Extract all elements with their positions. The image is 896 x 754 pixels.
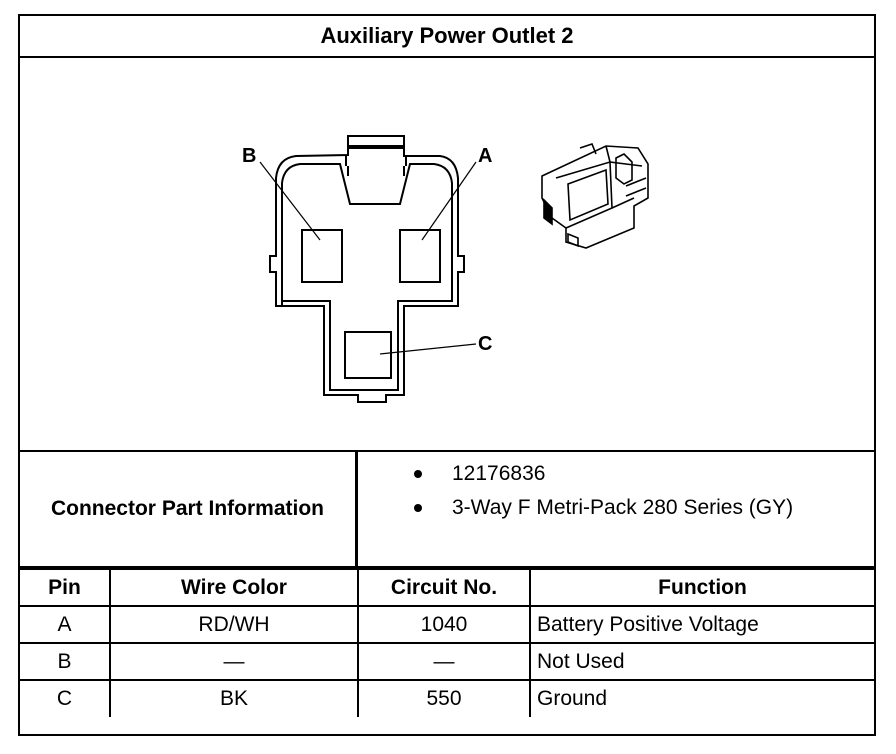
header-function: Function	[529, 568, 874, 607]
connector-info-row: Connector Part Information 12176836 3-Wa…	[20, 450, 874, 568]
list-item: 12176836	[414, 462, 545, 486]
part-number: 12176836	[452, 462, 546, 485]
cell-wire-color: BK	[109, 679, 359, 717]
cell-wire-color: RD/WH	[109, 605, 359, 644]
pin-label-c: C	[478, 333, 492, 355]
list-item: 3-Way F Metri-Pack 280 Series (GY)	[414, 496, 793, 520]
connector-inner-outline	[281, 156, 453, 391]
cell-function: Ground	[529, 679, 874, 717]
cell-circuit-no: 1040	[357, 605, 531, 644]
page-title: Auxiliary Power Outlet 2	[20, 16, 874, 58]
header-circuit-no: Circuit No.	[357, 568, 531, 607]
cavity-b	[301, 229, 343, 283]
connector-face-svg: B A C	[242, 135, 649, 403]
table-header-row: Pin Wire Color Circuit No. Function	[20, 568, 874, 607]
cavity-a	[399, 229, 441, 283]
cell-circuit-no: 550	[357, 679, 531, 717]
connector-series: 3-Way F Metri-Pack 280 Series (GY)	[452, 496, 794, 519]
pinout-table: Pin Wire Color Circuit No. Function A RD…	[20, 568, 874, 717]
connector-card: Auxiliary Power Outlet 2 B A C	[18, 14, 876, 736]
table-row: C BK 550 Ground	[20, 679, 874, 717]
header-pin: Pin	[20, 568, 111, 607]
pin-label-a: A	[478, 145, 492, 167]
cavity-c	[344, 331, 392, 379]
cell-circuit-no: —	[357, 642, 531, 681]
table-row: B — — Not Used	[20, 642, 874, 681]
table-row: A RD/WH 1040 Battery Positive Voltage	[20, 605, 874, 644]
connector-3d-illustration	[541, 143, 649, 249]
bullet-icon	[414, 470, 422, 478]
cell-pin: A	[20, 605, 111, 644]
cell-function: Not Used	[529, 642, 874, 681]
cell-pin: C	[20, 679, 111, 717]
leader-a	[421, 161, 477, 241]
connector-info-list: 12176836 3-Way F Metri-Pack 280 Series (…	[358, 452, 874, 566]
cell-pin: B	[20, 642, 111, 681]
cell-function: Battery Positive Voltage	[529, 605, 874, 644]
connector-diagram: B A C	[20, 58, 874, 450]
leader-c	[379, 343, 477, 355]
connector-info-label: Connector Part Information	[20, 452, 358, 566]
header-wire-color: Wire Color	[109, 568, 359, 607]
leader-b	[259, 161, 321, 241]
latch-tab	[347, 135, 405, 149]
pin-label-b: B	[242, 145, 256, 167]
cell-wire-color: —	[109, 642, 359, 681]
connector-outline	[269, 145, 465, 403]
bullet-icon	[414, 504, 422, 512]
